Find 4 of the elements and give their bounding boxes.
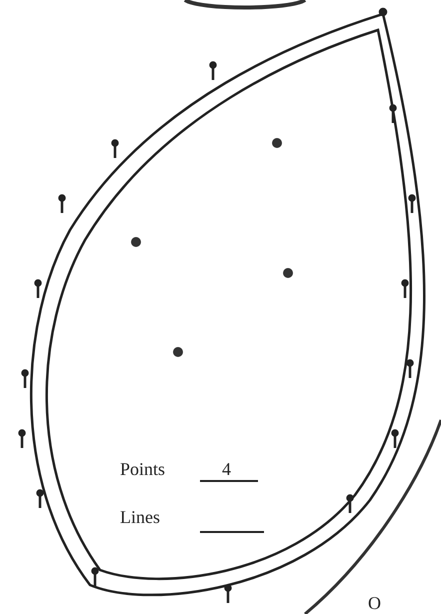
points-label: Points [120, 458, 166, 481]
answer-text: 4 [222, 458, 231, 481]
lines-label: Lines [120, 506, 160, 529]
cut-off-text: O [368, 592, 381, 614]
